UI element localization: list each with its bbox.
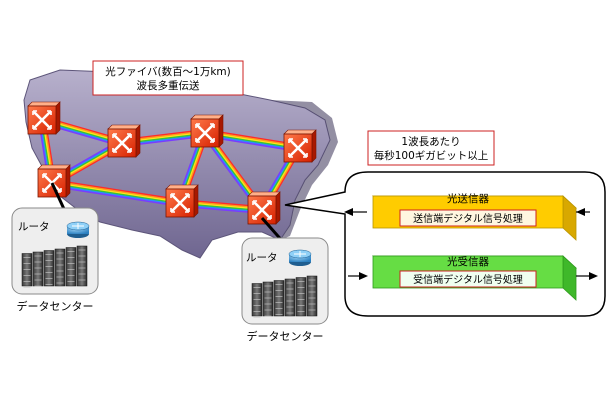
server-rack-icon	[32, 251, 44, 287]
datacenter-caption-left: データセンター	[17, 299, 94, 313]
arrow-out-right-icon	[589, 272, 598, 280]
datacenter-caption-right: データセンター	[247, 329, 324, 343]
datacenter-left: ルータ	[11, 182, 99, 295]
receiver-dsp-label: 受信端デジタル信号処理	[413, 273, 523, 286]
server-rack-icon	[273, 280, 285, 317]
optical-switches	[27, 101, 317, 225]
rate-callout-line2: 毎秒100ギガビット以上	[374, 149, 489, 162]
transmitter-dsp-label: 送信端デジタル信号処理	[413, 212, 523, 225]
signal-arrows	[344, 208, 598, 280]
rate-callout: 1波長あたり 毎秒100ギガビット以上	[367, 130, 495, 166]
router-left-icon	[66, 221, 90, 238]
server-racks-left	[21, 245, 88, 288]
optical-switch-icon	[190, 114, 224, 148]
receiver-dsp-box	[399, 270, 537, 288]
server-rack-icon	[306, 275, 318, 317]
receiver-title: 光受信器	[447, 255, 489, 268]
server-rack-icon	[295, 277, 307, 317]
fiber-link-strand	[51, 184, 180, 206]
fiber-link-strand	[52, 180, 181, 202]
fiber-link-strand	[52, 179, 181, 201]
fiber-link-strand	[51, 182, 181, 205]
server-rack-icon	[284, 278, 296, 317]
server-rack-icon	[54, 248, 66, 287]
fiber-link-strand	[51, 181, 181, 204]
datacenter-right: ルータ	[241, 217, 329, 325]
optical-switch-icon	[107, 124, 141, 158]
arrow-in-right-icon	[576, 208, 585, 216]
optical-switch-icon	[27, 101, 61, 135]
fiber-callout: 光ファイバ(数百〜1万km) 波長多重伝送	[92, 60, 244, 96]
rate-callout-line1: 1波長あたり	[401, 135, 460, 148]
server-racks-right	[251, 275, 318, 318]
transmitter-title: 光送信器	[447, 192, 489, 205]
fiber-link-strand	[51, 185, 180, 207]
server-rack-icon	[76, 245, 88, 287]
optical-switch-icon	[37, 164, 71, 198]
arrow-in-left-icon	[359, 272, 368, 280]
router-label-left: ルータ	[18, 221, 50, 233]
transceiver-bubble	[284, 171, 606, 317]
fiber-callout-line2: 波長多重伝送	[137, 79, 200, 92]
server-rack-icon	[65, 247, 77, 287]
server-rack-icon	[262, 281, 274, 317]
router-right-icon	[288, 249, 312, 266]
optical-switch-icon	[283, 129, 317, 163]
router-label-right: ルータ	[246, 252, 278, 264]
fiber-callout-line1: 光ファイバ(数百〜1万km)	[105, 65, 230, 78]
receiver-box: 光受信器 受信端デジタル信号処理	[371, 255, 578, 301]
transmitter-box: 光送信器 送信端デジタル信号処理	[371, 192, 578, 241]
server-rack-icon	[43, 250, 55, 287]
transmitter-dsp-box	[399, 209, 537, 227]
arrow-out-left-icon	[344, 208, 353, 216]
optical-switch-icon	[165, 184, 199, 218]
